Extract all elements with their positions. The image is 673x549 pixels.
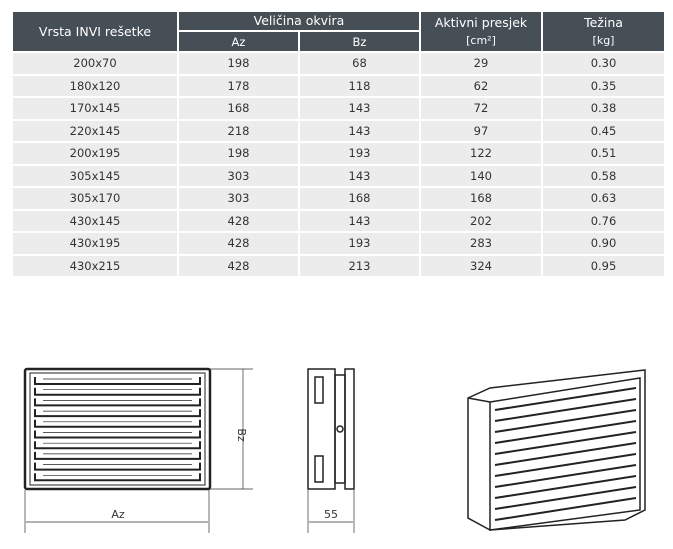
cell-type: 430x195 xyxy=(11,231,179,256)
cell-active-area: 202 xyxy=(419,208,543,233)
cell-bz: 143 xyxy=(298,96,421,121)
louver-slat xyxy=(494,475,637,499)
cell-az: 198 xyxy=(177,51,300,76)
cell-active-area: 62 xyxy=(419,73,543,98)
front-view-drawing xyxy=(23,367,212,491)
louver-slat xyxy=(494,387,637,411)
cell-bz: 213 xyxy=(298,253,421,278)
cell-active-area: 29 xyxy=(419,51,543,76)
cell-az: 303 xyxy=(177,163,300,188)
specs-table: Vrsta INVI rešetke Veličina okvira Aktiv… xyxy=(11,10,666,278)
cell-az: 428 xyxy=(177,253,300,278)
louver-slat xyxy=(494,442,637,466)
cell-type: 200x195 xyxy=(11,141,179,166)
cell-active-area: 97 xyxy=(419,118,543,143)
cell-active-area: 72 xyxy=(419,96,543,121)
cell-az: 428 xyxy=(177,231,300,256)
header-active: Aktivni presjek[cm²] xyxy=(419,10,543,53)
cell-active-area: 140 xyxy=(419,163,543,188)
cell-bz: 193 xyxy=(298,141,421,166)
cell-type: 305x170 xyxy=(11,186,179,211)
cell-type: 180x120 xyxy=(11,73,179,98)
header-az: Az xyxy=(177,30,300,53)
cell-az: 218 xyxy=(177,118,300,143)
cell-az: 303 xyxy=(177,186,300,211)
louver-slat xyxy=(34,377,201,385)
cell-type: 170x145 xyxy=(11,96,179,121)
cell-az: 178 xyxy=(177,73,300,98)
cell-weight: 0.45 xyxy=(541,118,666,143)
louver-slat xyxy=(494,409,637,433)
cell-active-area: 122 xyxy=(419,141,543,166)
louver-slat xyxy=(34,398,201,407)
louver-slat xyxy=(34,473,201,482)
cell-weight: 0.38 xyxy=(541,96,666,121)
header-type: Vrsta INVI rešetke xyxy=(11,10,179,53)
cell-weight: 0.95 xyxy=(541,253,666,278)
louver-slat xyxy=(494,398,637,422)
technical-drawings: Bz Az 55 xyxy=(23,367,646,533)
dimension-lines xyxy=(24,368,355,533)
header-weight: Težina[kg] xyxy=(541,10,666,53)
louver-slat xyxy=(494,431,637,455)
az-label: Az xyxy=(111,508,125,521)
header-frame: Veličina okvira xyxy=(177,10,421,32)
louver-slat xyxy=(34,409,201,418)
cell-type: 220x145 xyxy=(11,118,179,143)
cell-az: 168 xyxy=(177,96,300,121)
depth-label: 55 xyxy=(324,508,338,521)
louver-slat xyxy=(494,486,637,510)
cell-weight: 0.76 xyxy=(541,208,666,233)
louver-slat xyxy=(494,420,637,444)
cell-bz: 143 xyxy=(298,208,421,233)
cell-active-area: 283 xyxy=(419,231,543,256)
side-view-drawing xyxy=(307,368,355,490)
cell-weight: 0.63 xyxy=(541,186,666,211)
louver-slat xyxy=(34,451,201,460)
cell-bz: 143 xyxy=(298,163,421,188)
cell-weight: 0.35 xyxy=(541,73,666,98)
cell-type: 200x70 xyxy=(11,51,179,76)
cell-bz: 143 xyxy=(298,118,421,143)
louver-slat xyxy=(34,441,201,450)
louver-slat xyxy=(34,419,201,428)
cell-weight: 0.90 xyxy=(541,231,666,256)
cell-active-area: 324 xyxy=(419,253,543,278)
cell-weight: 0.30 xyxy=(541,51,666,76)
cell-type: 430x145 xyxy=(11,208,179,233)
bz-label: Bz xyxy=(235,428,248,442)
louver-slat xyxy=(494,497,637,521)
cell-az: 198 xyxy=(177,141,300,166)
louver-slat xyxy=(34,462,201,471)
louver-slat xyxy=(494,464,637,488)
louver-slat xyxy=(34,430,201,439)
cell-type: 430x215 xyxy=(11,253,179,278)
louver-slat xyxy=(494,453,637,477)
cell-bz: 193 xyxy=(298,231,421,256)
cell-bz: 118 xyxy=(298,73,421,98)
cell-weight: 0.58 xyxy=(541,163,666,188)
header-bz: Bz xyxy=(298,30,421,53)
isometric-view-drawing xyxy=(467,369,646,531)
cell-bz: 168 xyxy=(298,186,421,211)
cell-weight: 0.51 xyxy=(541,141,666,166)
cell-az: 428 xyxy=(177,208,300,233)
cell-active-area: 168 xyxy=(419,186,543,211)
cell-type: 305x145 xyxy=(11,163,179,188)
louver-slat xyxy=(34,387,201,396)
cell-bz: 68 xyxy=(298,51,421,76)
